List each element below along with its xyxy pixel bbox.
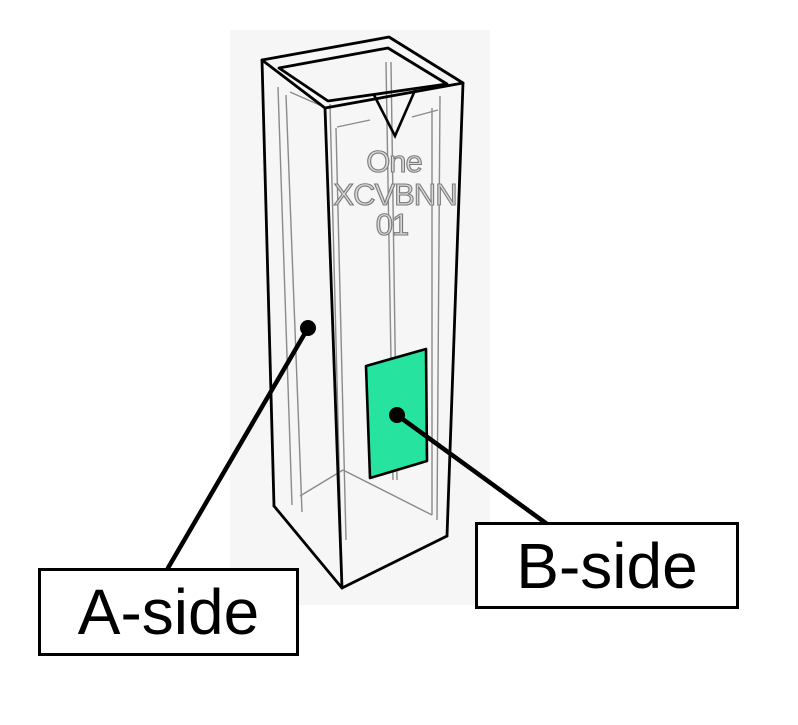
engraving-line-3: 01 — [376, 207, 408, 242]
b-side-label-box: B-side — [475, 522, 739, 609]
b-side-label: B-side — [516, 529, 698, 602]
a-side-leader-line — [165, 325, 311, 571]
engraving-line-2: XCVBNN — [333, 177, 456, 212]
b-side-leader-line — [394, 412, 550, 527]
a-side-label: A-side — [77, 576, 260, 648]
engraving-line-1: One — [366, 144, 422, 179]
cuvette-body-outline — [260, 58, 465, 590]
b-side-dot — [389, 407, 405, 423]
a-side-dot — [300, 320, 316, 336]
notch-marker — [372, 87, 418, 140]
a-side-label-box: A-side — [38, 568, 299, 656]
